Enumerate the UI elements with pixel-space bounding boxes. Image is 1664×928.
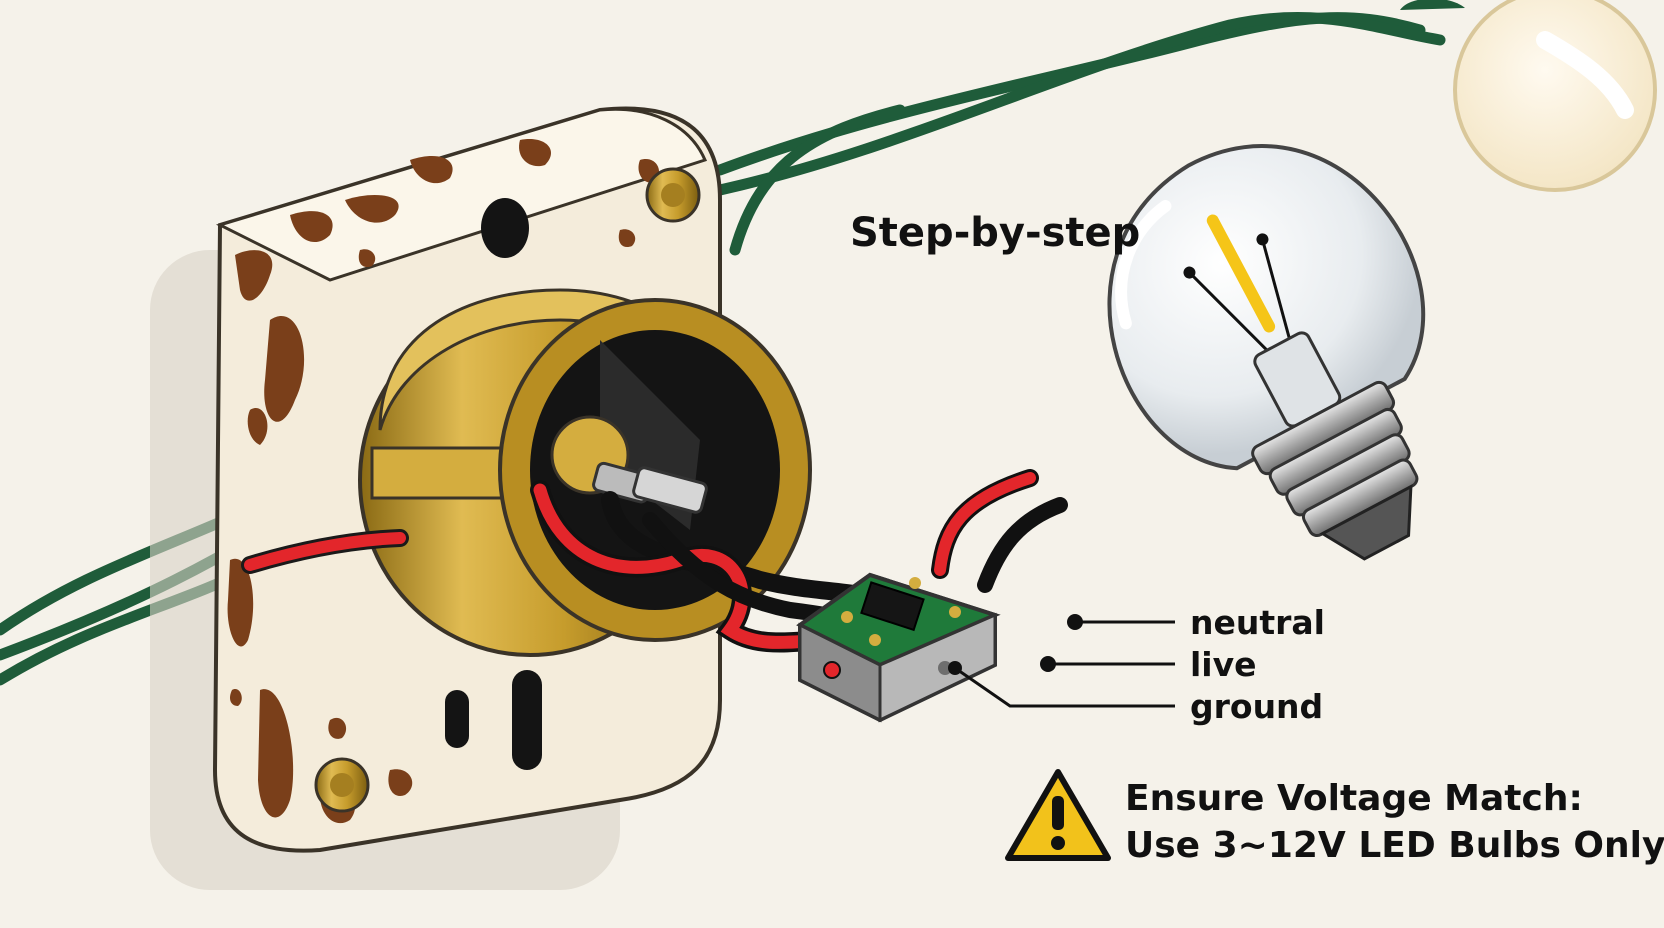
leader-ground — [948, 661, 1175, 708]
heading-step-by-step: Step-by-step — [850, 210, 1140, 256]
bulb-screw-base — [1251, 380, 1419, 561]
warning-line-2: Use 3~12V LED Bulbs Only. — [1125, 825, 1664, 866]
led-driver-module — [796, 572, 1001, 723]
ground-hole — [481, 198, 529, 258]
bulb-neutral-wire — [977, 497, 1068, 593]
outlet-slot-left — [445, 690, 469, 748]
label-ground: ground — [1190, 687, 1323, 726]
warning-line-1: Ensure Voltage Match: — [1125, 778, 1583, 819]
string-light-bulb — [1400, 0, 1657, 192]
rust-spots — [227, 139, 660, 824]
leader-neutral — [1067, 614, 1175, 630]
label-live: live — [1190, 645, 1257, 684]
outlet-slot-right — [512, 670, 542, 770]
led-filament-bulb — [1107, 144, 1426, 561]
warning-triangle-icon — [1005, 769, 1111, 861]
leader-live — [1040, 656, 1175, 672]
screw-top — [645, 167, 701, 223]
label-neutral: neutral — [1190, 603, 1325, 642]
screw-bottom — [314, 757, 370, 813]
